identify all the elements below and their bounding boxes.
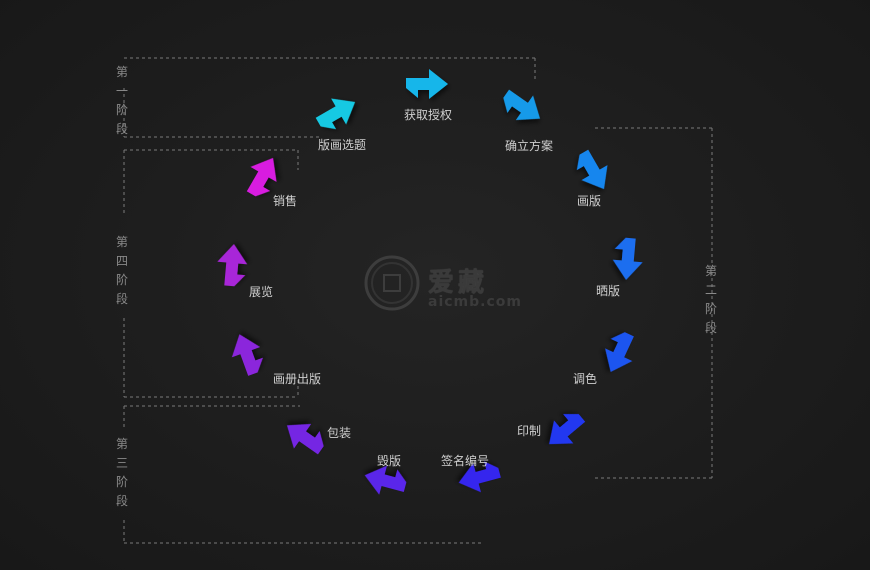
stage-label-4: 第四阶段 [115, 235, 128, 306]
seal-icon [364, 255, 420, 311]
stage-label-1: 第一阶段 [115, 65, 128, 136]
step-arrow-6 [549, 414, 586, 445]
watermark-url: aicmb.com [428, 294, 522, 310]
step-arrow-1 [406, 69, 448, 99]
step-arrow-5 [605, 332, 634, 372]
step-arrow-3 [576, 149, 608, 190]
step-label-2: 确立方案 [505, 139, 554, 153]
step-arrow-4 [612, 237, 643, 280]
step-label-12: 销售 [273, 194, 298, 208]
step-arrow-13 [315, 98, 356, 130]
step-arrow-7 [458, 461, 501, 493]
step-arrow-2 [503, 89, 541, 121]
step-arrow-11 [217, 244, 248, 287]
step-label-6: 印制 [517, 424, 542, 438]
step-arrow-12 [246, 157, 277, 197]
step-label-3: 画版 [577, 194, 602, 208]
step-arrow-8 [364, 465, 407, 495]
step-label-9: 包装 [327, 426, 352, 440]
step-label-4: 晒版 [596, 284, 621, 298]
step-arrow-9 [286, 423, 324, 455]
step-label-1: 获取授权 [404, 108, 453, 122]
step-label-5: 调色 [573, 372, 598, 386]
step-label-7: 签名编号 [441, 454, 490, 468]
step-label-11: 展览 [249, 285, 274, 299]
step-label-13: 版画选题 [318, 138, 367, 152]
step-label-8: 毁版 [377, 454, 402, 468]
watermark-text: 爱藏 [428, 268, 489, 298]
step-label-10: 画册出版 [273, 372, 322, 386]
stage-label-2: 第二阶段 [704, 264, 717, 335]
stage-label-3: 第三阶段 [115, 437, 128, 508]
step-arrow-10 [231, 334, 263, 376]
